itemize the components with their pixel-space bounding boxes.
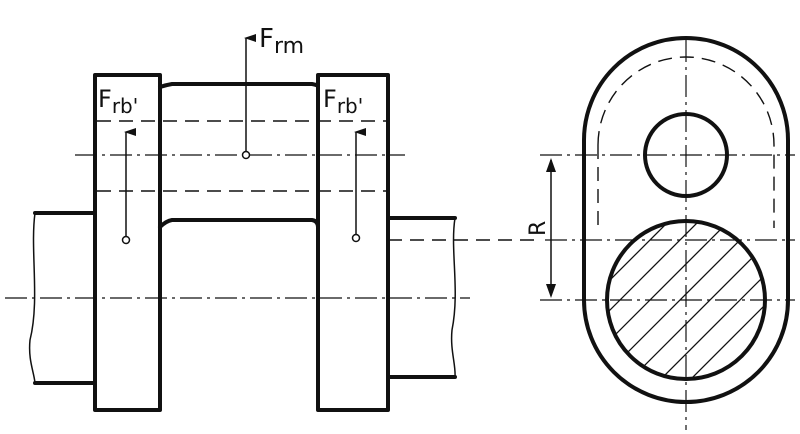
force-rm-point	[241, 150, 251, 160]
force-rb-left-point	[121, 235, 131, 245]
side-view: Frm Frb' Frb'	[5, 24, 540, 412]
force-rb-left-label: Frb'	[98, 85, 138, 118]
force-rm-label: Frm	[259, 24, 304, 59]
force-rb-right-label: Frb'	[323, 85, 363, 118]
right-crank-web	[316, 73, 390, 412]
end-view: R	[526, 36, 795, 430]
right-journal-break	[450, 217, 456, 378]
radius-label: R	[526, 221, 551, 236]
crank-pin-top	[158, 82, 320, 89]
force-rb-right-point	[351, 233, 361, 243]
left-journal-break	[28, 212, 36, 384]
radius-arrow-bottom	[546, 284, 556, 298]
left-crank-web	[93, 73, 162, 412]
crank-pin-bottom	[158, 218, 320, 229]
web-hidden-contour	[597, 56, 775, 228]
radius-arrow-top	[546, 158, 556, 172]
